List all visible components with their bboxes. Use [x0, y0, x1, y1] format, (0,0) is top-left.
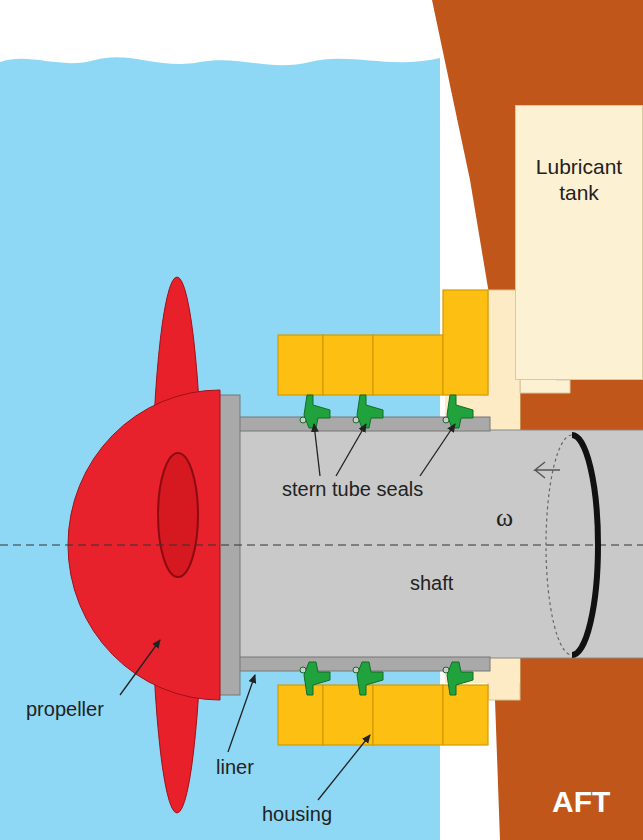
lubricant-pipe: [520, 378, 570, 393]
part-label: housing: [262, 803, 332, 825]
leader-lines: [120, 424, 455, 800]
direction-label: AFT: [552, 785, 610, 818]
tank-box: Lubricant tank: [515, 105, 643, 380]
tank-label: Lubricant tank: [516, 106, 642, 207]
shaft: [190, 430, 643, 658]
part-label: shaft: [410, 572, 453, 594]
rotation-symbol: ω: [496, 504, 513, 533]
rotation-arrow: [535, 435, 598, 655]
part-label: propeller: [26, 698, 104, 720]
part-label: stern tube seals: [282, 478, 423, 500]
part-label: liner: [216, 756, 254, 778]
